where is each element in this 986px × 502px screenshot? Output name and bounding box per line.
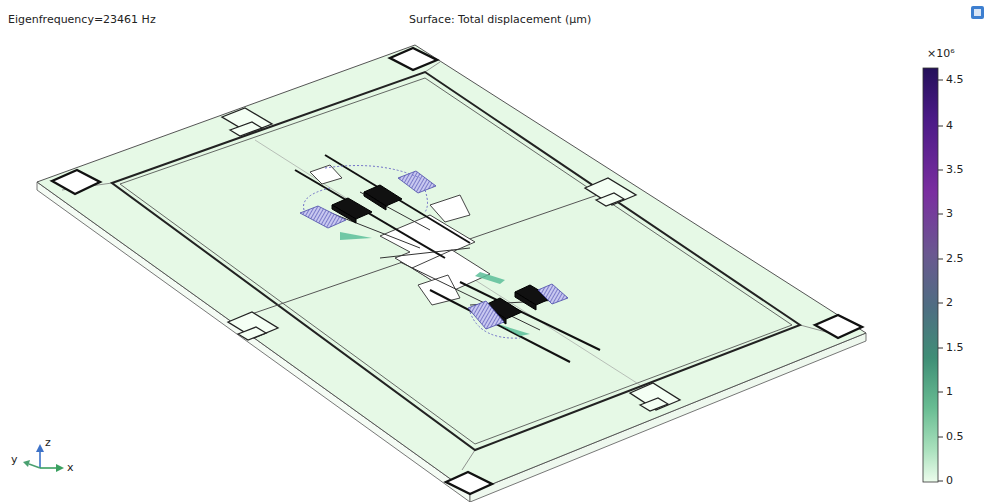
tick-label: 2 bbox=[946, 296, 953, 309]
color-bar bbox=[923, 68, 938, 482]
edge-anchor bbox=[222, 108, 680, 411]
tick-label: 0 bbox=[946, 474, 953, 487]
inner-frame bbox=[112, 72, 800, 450]
color-bar-ticks bbox=[938, 80, 943, 481]
scale-factor: ×10⁶ bbox=[927, 47, 955, 60]
tick-label: 3 bbox=[946, 207, 953, 220]
tick-label: 4.5 bbox=[946, 73, 964, 86]
tick-label: 4 bbox=[946, 119, 953, 132]
corner-anchor bbox=[52, 48, 862, 494]
axis-label: z bbox=[45, 436, 51, 449]
tick-label: 1.5 bbox=[946, 341, 964, 354]
spring-beam bbox=[340, 232, 530, 336]
divide-line bbox=[240, 190, 612, 318]
tick-label: 1 bbox=[946, 385, 953, 398]
mems-mechanism bbox=[295, 155, 600, 362]
tick-label: 2.5 bbox=[946, 252, 964, 265]
divide-line bbox=[255, 140, 640, 385]
comb-fingers bbox=[300, 171, 568, 329]
plot-title: Surface: Total displacement (µm) bbox=[409, 13, 591, 26]
toolbar-icon bbox=[971, 6, 984, 19]
inner-frame bbox=[120, 78, 792, 444]
tick-label: 0.5 bbox=[946, 430, 964, 443]
comb-block bbox=[332, 185, 552, 324]
axis-label: x bbox=[67, 461, 74, 474]
frame-lines bbox=[62, 62, 830, 470]
axis-triad bbox=[23, 444, 64, 472]
axis-label: y bbox=[11, 453, 18, 466]
info-text: Eigenfrequency=23461 Hz bbox=[8, 13, 156, 26]
substrate-plate bbox=[37, 45, 866, 493]
tick-label: 3.5 bbox=[946, 163, 964, 176]
